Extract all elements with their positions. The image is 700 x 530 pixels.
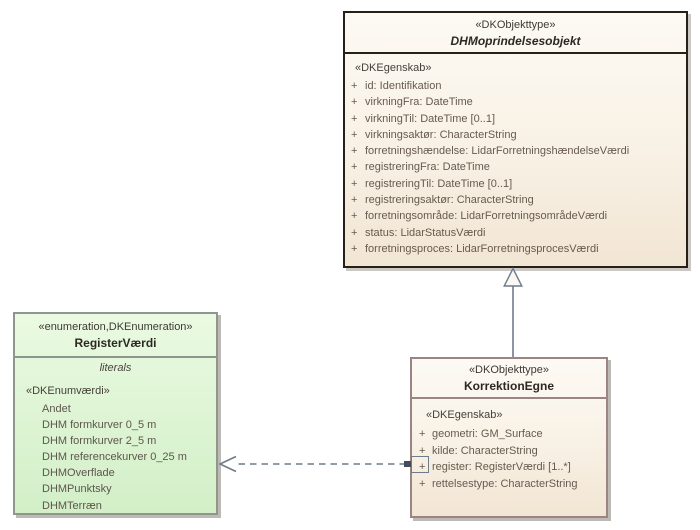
literal-item: DHM formkurver 2_5 m bbox=[42, 435, 157, 448]
attribute-row: + virkningFra: DateTime bbox=[345, 94, 686, 110]
literal-item: DHM referencekurver 0_25 m bbox=[42, 451, 187, 464]
stereotype-label: «DKObjekttype» bbox=[468, 364, 550, 376]
visibility-plus: + bbox=[419, 477, 426, 490]
visibility-plus: + bbox=[351, 145, 358, 158]
stereotype-label: «DKObjekttype» bbox=[475, 19, 556, 31]
attribute-row: + id: Identifikation bbox=[345, 78, 686, 94]
visibility-plus: + bbox=[351, 112, 358, 125]
attribute-row: + forretningsproces: LidarForretningsproc… bbox=[345, 241, 686, 257]
attributes-compartment: «DKEgenskab» + geometri: GM_Surface + kild… bbox=[412, 407, 606, 492]
attribute-row: + virkningsaktør: CharacterString bbox=[345, 127, 686, 143]
attribute-text: kilde: CharacterString bbox=[432, 444, 538, 457]
section-label: «DKEnumværdi» bbox=[26, 385, 110, 397]
visibility-plus: + bbox=[351, 242, 358, 255]
literal-item: DHMTerræn bbox=[42, 499, 102, 512]
compartment-label: literals bbox=[99, 362, 132, 374]
attribute-row: + forretningshændelse: LidarForretningshæ… bbox=[345, 143, 686, 159]
visibility-plus: + bbox=[351, 161, 358, 174]
attribute-link-nub-icon bbox=[404, 461, 411, 467]
attribute-row: + forretningsområde: LidarForretningsområ… bbox=[345, 208, 686, 224]
attribute-text: register: RegisterVærdi [1..*] bbox=[432, 461, 571, 474]
attribute-text: status: LidarStatusVærdi bbox=[365, 226, 486, 239]
class-box-dhmoprindelsesobjekt[interactable]: «DKObjekttype» DHMoprindelsesobjekt «DKE… bbox=[343, 11, 688, 268]
attribute-text: id: Identifikation bbox=[365, 80, 442, 92]
enumeration-name: RegisterVærdi bbox=[74, 336, 157, 350]
attribute-text: registreringsaktør: CharacterString bbox=[365, 194, 534, 207]
class-header: «DKObjekttype» KorrektionEgne bbox=[412, 359, 606, 399]
visibility-plus: + bbox=[419, 444, 426, 457]
visibility-plus: + bbox=[351, 80, 358, 92]
attributes-compartment: «DKEgenskab» + id: Identifikation + virkni… bbox=[345, 60, 686, 257]
literal-item: Andet bbox=[42, 403, 71, 415]
visibility-plus: + bbox=[351, 177, 358, 190]
attribute-row: + status: LidarStatusVærdi bbox=[345, 225, 686, 241]
visibility-plus: + bbox=[351, 194, 358, 207]
visibility-plus: + bbox=[419, 428, 426, 440]
attribute-row: + registreringTil: DateTime [0..1] bbox=[345, 176, 686, 192]
attribute-row: + register: RegisterVærdi [1..*] bbox=[412, 459, 606, 476]
attribute-row: + registreringsaktør: CharacterString bbox=[345, 192, 686, 208]
literal-item: DHMOverflade bbox=[42, 467, 115, 480]
section-label: «DKEgenskab» bbox=[426, 409, 503, 421]
attribute-row: + geometri: GM_Surface bbox=[412, 426, 606, 443]
visibility-plus: + bbox=[351, 226, 358, 239]
visibility-plus: + bbox=[419, 461, 426, 474]
attribute-text: virkningTil: DateTime [0..1] bbox=[365, 112, 496, 125]
attribute-row: + virkningTil: DateTime [0..1] bbox=[345, 111, 686, 127]
enumeration-box-registervaerdi[interactable]: «enumeration,DKEnumeration» RegisterVærd… bbox=[13, 312, 218, 515]
hollow-triangle-arrowhead-icon bbox=[503, 266, 523, 287]
visibility-plus: + bbox=[351, 210, 358, 223]
visibility-plus: + bbox=[351, 128, 358, 141]
section-label: «DKEgenskab» bbox=[355, 62, 432, 74]
dependency-dashed-arrow[interactable] bbox=[218, 455, 406, 473]
attribute-text: registreringFra: DateTime bbox=[365, 161, 490, 174]
class-name: KorrektionEgne bbox=[463, 379, 554, 393]
attribute-text: forretningshændelse: LidarForretningshæn… bbox=[365, 145, 630, 158]
attribute-text: rettelsestype: CharacterString bbox=[432, 477, 578, 490]
literals-compartment: literals «DKEnumværdi» Andet DHM formkur… bbox=[15, 361, 216, 514]
attribute-text: forretningsområde: LidarForretningsområd… bbox=[365, 210, 608, 223]
attribute-row: + rettelsestype: CharacterString bbox=[412, 476, 606, 493]
attribute-text: registreringTil: DateTime [0..1] bbox=[365, 177, 513, 190]
enumeration-header: «enumeration,DKEnumeration» RegisterVærd… bbox=[15, 314, 216, 358]
open-arrowhead-icon bbox=[218, 455, 237, 473]
attribute-link-anchor[interactable] bbox=[411, 456, 429, 473]
attribute-text: forretningsproces: LidarForretningsproce… bbox=[365, 242, 599, 255]
attribute-text: virkningFra: DateTime bbox=[365, 96, 473, 109]
attribute-row: + kilde: CharacterString bbox=[412, 443, 606, 460]
attribute-text: virkningsaktør: CharacterString bbox=[365, 128, 517, 141]
visibility-plus: + bbox=[351, 96, 358, 109]
literal-item: DHMPunktsky bbox=[42, 483, 112, 496]
attribute-text: geometri: GM_Surface bbox=[432, 428, 543, 440]
class-name: DHMoprindelsesobjekt bbox=[450, 34, 581, 48]
literal-item: DHM formkurver 0_5 m bbox=[42, 419, 157, 432]
class-box-korrektionegne[interactable]: «DKObjekttype» KorrektionEgne «DKEgenska… bbox=[410, 357, 608, 518]
generalization-arrow[interactable] bbox=[503, 266, 523, 358]
stereotype-label: «enumeration,DKEnumeration» bbox=[38, 321, 193, 333]
class-header: «DKObjekttype» DHMoprindelsesobjekt bbox=[345, 13, 686, 54]
attribute-row: + registreringFra: DateTime bbox=[345, 159, 686, 175]
